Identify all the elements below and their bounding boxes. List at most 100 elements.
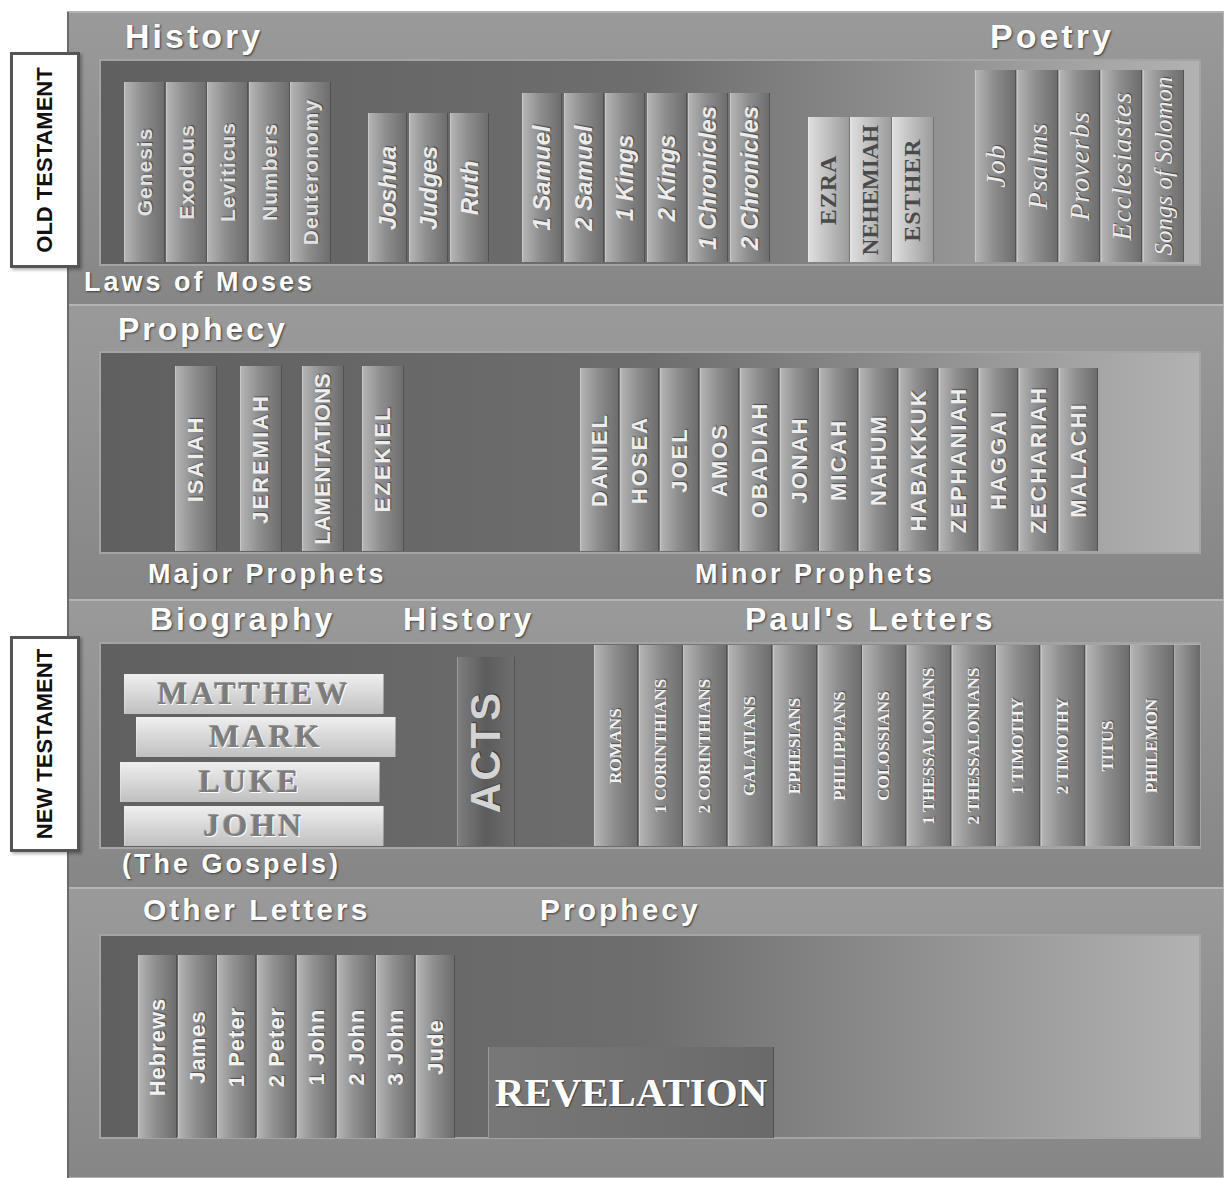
book-spine: 2 John	[337, 955, 376, 1138]
book-title: 2 Kings	[654, 134, 679, 221]
book-title: 1 Peter	[225, 1006, 248, 1086]
book-title: 1 John	[305, 1008, 328, 1085]
book-title: ACTS	[464, 690, 508, 812]
book-title: Judges	[416, 145, 441, 229]
book-spine: 3 John	[376, 955, 415, 1138]
book-spine: JOEL	[660, 368, 699, 551]
book-spine: Job	[975, 70, 1016, 262]
book-spine: Judges	[409, 113, 448, 262]
shelf-heading: History	[403, 602, 534, 637]
book-spine: 2 Samuel	[564, 93, 604, 262]
book-title: Songs of Solomon	[1150, 76, 1176, 255]
book-spine: 2 TIMOTHY	[1041, 645, 1085, 846]
book-title: ZECHARIAH	[1027, 386, 1050, 534]
book-title: HAGGAI	[987, 410, 1010, 510]
shelf-band	[68, 12, 1224, 305]
book-title: ZEPHANIAH	[947, 386, 970, 532]
book-spine: Ecclesiastes	[1101, 70, 1142, 262]
book-spine: MATTHEW	[124, 674, 384, 714]
shelf-band	[68, 600, 1224, 888]
book-title: 2 Chronicles	[737, 105, 762, 249]
testament-label: NEW TESTAMENT	[33, 649, 56, 839]
book-title: GALATIANS	[741, 696, 759, 796]
book-title: LAMENTATIONS	[311, 373, 334, 545]
book-spine: Deuteronomy	[290, 82, 331, 262]
shelf-band	[68, 888, 1224, 1178]
testament-tab: NEW TESTAMENT	[10, 636, 80, 852]
book-title: 1 Samuel	[529, 125, 554, 230]
book-spine: HAGGAI	[979, 368, 1018, 551]
book-title: MALACHI	[1067, 402, 1090, 517]
book-title: ROMANS	[607, 708, 625, 784]
book-title: 1 Kings	[612, 134, 637, 221]
book-title: 1 THESSALONIANS	[920, 667, 938, 824]
book-title: JONAH	[788, 416, 811, 503]
book-spine: Exodous	[166, 82, 207, 262]
book-title: Ruth	[457, 160, 482, 215]
book-title: 2 THESSALONIANS	[965, 667, 983, 824]
shelf-heading: Other Letters	[143, 893, 370, 926]
book-title: 1 Chronicles	[695, 105, 720, 249]
book-title: Jude	[424, 1019, 447, 1074]
book-spine: LAMENTATIONS	[302, 366, 344, 551]
book-title: JOHN	[204, 809, 305, 843]
book-spine: GALATIANS	[728, 645, 772, 846]
book-title: James	[186, 1010, 209, 1084]
book-spine: 1 Kings	[605, 93, 645, 262]
shelf-heading: Laws of Moses	[84, 268, 315, 298]
book-spine: EPHESIANS	[773, 645, 817, 846]
book-title: Deuteronomy	[299, 99, 321, 245]
shelf-recess	[100, 643, 1200, 848]
book-spine: OBADIAH	[740, 368, 779, 551]
book-title: 3 John	[384, 1008, 407, 1085]
shelf-recess	[100, 352, 1200, 553]
book-spine: JOHN	[124, 806, 384, 846]
book-title: NEHEMIAH	[859, 124, 883, 254]
book-spine: 2 Peter	[257, 955, 296, 1138]
book-spine: PHILEMON	[1130, 645, 1174, 846]
book-title: Genesis	[133, 128, 155, 217]
shelf-heading: Biography	[150, 602, 335, 637]
book-spine: MICAH	[819, 368, 858, 551]
book-title: AMOS	[708, 423, 731, 497]
book-title: MICAH	[827, 418, 850, 500]
book-spine: LUKE	[120, 762, 380, 802]
book-spine: ROMANS	[594, 645, 638, 846]
shelf: Other LettersProphecyHebrewsJames1 Peter…	[68, 888, 1224, 1178]
book-spine: 2 Chronicles	[730, 93, 770, 262]
book-spine: TITUS	[1086, 645, 1130, 846]
book-spine: 2 Kings	[647, 93, 687, 262]
book-title: Leviticus	[216, 122, 238, 222]
shelf-heading: Prophecy	[540, 893, 701, 926]
book-spine: NAHUM	[859, 368, 898, 551]
book-spine: 2 CORINTHIANS	[683, 645, 727, 846]
book-title: Numbers	[258, 123, 280, 221]
book-title: DANIEL	[588, 413, 611, 507]
book-title: ISAIAH	[184, 415, 207, 502]
book-spine: James	[178, 955, 217, 1138]
book-spine: Ruth	[450, 113, 489, 262]
book-spine: ISAIAH	[175, 366, 217, 551]
book-spine: DANIEL	[580, 368, 619, 551]
testament-label: OLD TESTAMENT	[33, 67, 56, 252]
book-title: EZRA	[816, 154, 841, 225]
book-spine: Psalms	[1017, 70, 1058, 262]
book-title: 1 CORINTHIANS	[652, 678, 670, 813]
book-title: NAHUM	[867, 414, 890, 506]
book-spine: 2 THESSALONIANS	[952, 645, 996, 846]
book-spine: JONAH	[780, 368, 819, 551]
book-spine: ZEPHANIAH	[939, 368, 978, 551]
book-spine: 1 CORINTHIANS	[639, 645, 683, 846]
book-title: OBADIAH	[748, 401, 771, 518]
book-spine: 1 THESSALONIANS	[907, 645, 951, 846]
testament-tab: OLD TESTAMENT	[10, 52, 80, 268]
shelf-heading: History	[125, 18, 263, 55]
book-title: 2 Peter	[265, 1006, 288, 1086]
book-title: PHILEMON	[1143, 698, 1161, 792]
shelf-recess	[100, 60, 1200, 265]
book-spine: REVELATION	[488, 1047, 774, 1138]
book-title: PHILIPPIANS	[831, 691, 849, 801]
book-title: REVELATION	[495, 1071, 768, 1114]
book-title: ESTHER	[900, 138, 925, 241]
